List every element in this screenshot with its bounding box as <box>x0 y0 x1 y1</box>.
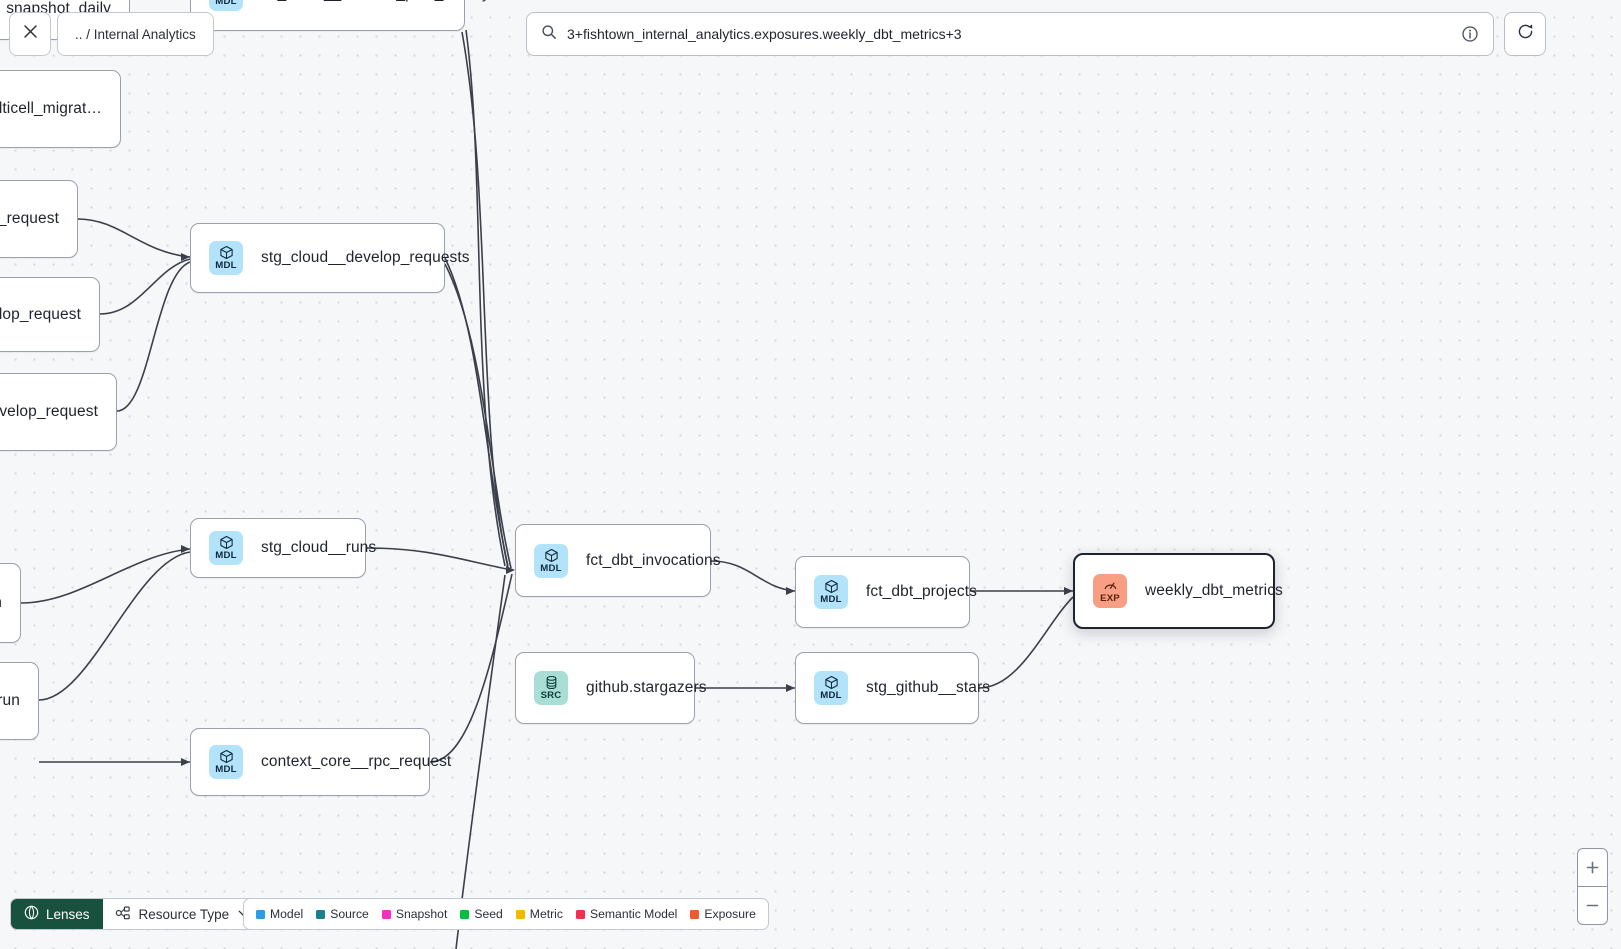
breadcrumb[interactable]: .. / Internal Analytics <box>57 12 214 56</box>
graph-node-stg_github__stars[interactable]: MDL stg_github__stars <box>795 652 990 724</box>
bottom-toolbar: Lenses Resource Type <box>0 848 1621 949</box>
legend-item-exposure[interactable]: Exposure <box>690 907 756 921</box>
legend-item-metric[interactable]: Metric <box>515 907 563 921</box>
lens-icon <box>24 905 39 923</box>
search-bar[interactable] <box>526 12 1494 56</box>
legend-label: Metric <box>529 907 563 921</box>
resource-type-legend: Model Source Snapshot Seed Metric Semantic Mo… <box>243 898 769 930</box>
node-label: github.stargazers <box>586 679 707 696</box>
node-type-badge-label: MDL <box>540 562 562 574</box>
node-label: …develop_request <box>0 403 98 420</box>
node-label: weekly_dbt_metrics <box>1145 582 1283 599</box>
node-type-badge-mdl: MDL <box>814 671 848 705</box>
legend-swatch <box>575 909 585 919</box>
node-type-badge-mdl: MDL <box>209 0 243 11</box>
node-label: …n <box>0 594 2 612</box>
legend-swatch <box>256 909 265 919</box>
node-type-badge-label: MDL <box>215 260 237 271</box>
legend-item-source[interactable]: Source <box>316 907 369 921</box>
node-type-badge-label: MDL <box>215 550 237 561</box>
resource-type-icon <box>115 905 131 924</box>
legend-swatch <box>690 909 700 919</box>
node-type-badge-exp: EXP <box>1093 574 1127 608</box>
legend-item-seed[interactable]: Seed <box>460 907 503 921</box>
zoom-divider <box>1578 886 1607 887</box>
graph-node-fct_dbt_projects[interactable]: MDL fct_dbt_projects <box>795 556 977 628</box>
resource-type-button[interactable]: Resource Type <box>103 899 262 929</box>
legend-label: Source <box>330 907 369 921</box>
graph-node-develop_request_a[interactable]: …p_request <box>0 180 78 258</box>
graph-node-develop_request_b[interactable]: …velop_request <box>0 277 100 352</box>
legend-swatch <box>316 909 326 919</box>
node-label: context_core__rpc_request <box>261 753 452 770</box>
search-icon <box>541 24 557 45</box>
graph-node-int_cloud__account_plan_history[interactable]: MDL int_cloud__account_plan_history <box>190 0 490 31</box>
lenses-label: Lenses <box>46 906 90 922</box>
node-type-badge-label: EXP <box>1100 593 1120 604</box>
node-label: fct_dbt_projects <box>866 583 978 600</box>
lenses-button[interactable]: Lenses <box>11 899 103 929</box>
graph-node-develop_request_c[interactable]: …develop_request <box>0 373 117 451</box>
graph-node-stg_cloud__develop_requests[interactable]: MDL stg_cloud__develop_requests <box>190 223 470 293</box>
node-type-badge-mdl: MDL <box>534 543 568 578</box>
graph-node-multicell_migrat[interactable]: multicell_migrat… <box>0 70 121 148</box>
graph-node-fct_dbt_invocations[interactable]: MDL fct_dbt_invocations <box>515 524 721 597</box>
legend-swatch <box>515 909 525 919</box>
node-type-badge-label: MDL <box>820 594 842 605</box>
refresh-icon <box>1516 22 1535 46</box>
graph-node-stg_cloud__runs[interactable]: MDL stg_cloud__runs <box>190 518 376 578</box>
node-label: …velop_request <box>0 305 81 323</box>
legend-label: Seed <box>474 907 503 921</box>
graph-node-context_core__rpc_request[interactable]: MDL context_core__rpc_request <box>190 728 451 796</box>
legend-label: Model <box>270 907 304 921</box>
node-label: stg_cloud__develop_requests <box>261 249 470 266</box>
node-type-badge-label: MDL <box>215 764 237 775</box>
node-type-badge-label: SRC <box>540 690 562 701</box>
graph-node-weekly_dbt_metrics[interactable]: EXP weekly_dbt_metrics <box>1073 553 1283 629</box>
legend-swatch <box>381 909 391 919</box>
node-type-badge-src: SRC <box>534 671 568 705</box>
node-label: multicell_migrat… <box>0 100 102 117</box>
node-type-badge-mdl: MDL <box>814 575 848 609</box>
zoom-out-button[interactable] <box>1578 887 1607 924</box>
node-type-badge-label: MDL <box>215 0 237 7</box>
resource-type-label: Resource Type <box>138 906 230 922</box>
refresh-button[interactable] <box>1504 12 1546 56</box>
top-toolbar: .. / Internal Analytics <box>0 0 1621 68</box>
info-icon[interactable] <box>1461 25 1479 43</box>
legend-swatch <box>460 909 470 919</box>
close-icon <box>22 23 39 45</box>
legend-label: Snapshot <box>395 907 448 921</box>
node-type-badge-label: MDL <box>820 690 842 701</box>
search-input[interactable] <box>567 26 1451 42</box>
node-label: int_cloud__account_plan_history <box>261 0 490 3</box>
legend-item-snapshot[interactable]: Snapshot <box>381 907 448 921</box>
node-label: stg_github__stars <box>866 679 991 696</box>
zoom-controls <box>1577 848 1608 925</box>
graph-node-left_run_node[interactable]: ….run <box>0 662 39 740</box>
lens-toolgroup: Lenses Resource Type <box>10 898 263 930</box>
node-type-badge-mdl: MDL <box>209 241 243 275</box>
legend-item-semantic-model[interactable]: Semantic Model <box>575 907 678 921</box>
node-label: fct_dbt_invocations <box>586 551 721 569</box>
legend-label: Semantic Model <box>589 907 678 921</box>
close-button[interactable] <box>9 12 51 56</box>
graph-node-left_n_node[interactable]: …n <box>0 563 21 643</box>
breadcrumb-label: .. / Internal Analytics <box>75 26 196 42</box>
graph-node-github.stargazers[interactable]: SRC github.stargazers <box>515 652 707 724</box>
legend-item-model[interactable]: Model <box>256 907 303 921</box>
node-label: …p_request <box>0 210 59 227</box>
node-type-badge-mdl: MDL <box>209 745 243 779</box>
node-label: stg_cloud__runs <box>261 539 377 556</box>
legend-label: Exposure <box>704 907 756 921</box>
node-type-badge-mdl: MDL <box>209 531 243 565</box>
zoom-in-button[interactable] <box>1578 849 1607 886</box>
node-label: ….run <box>0 692 20 709</box>
